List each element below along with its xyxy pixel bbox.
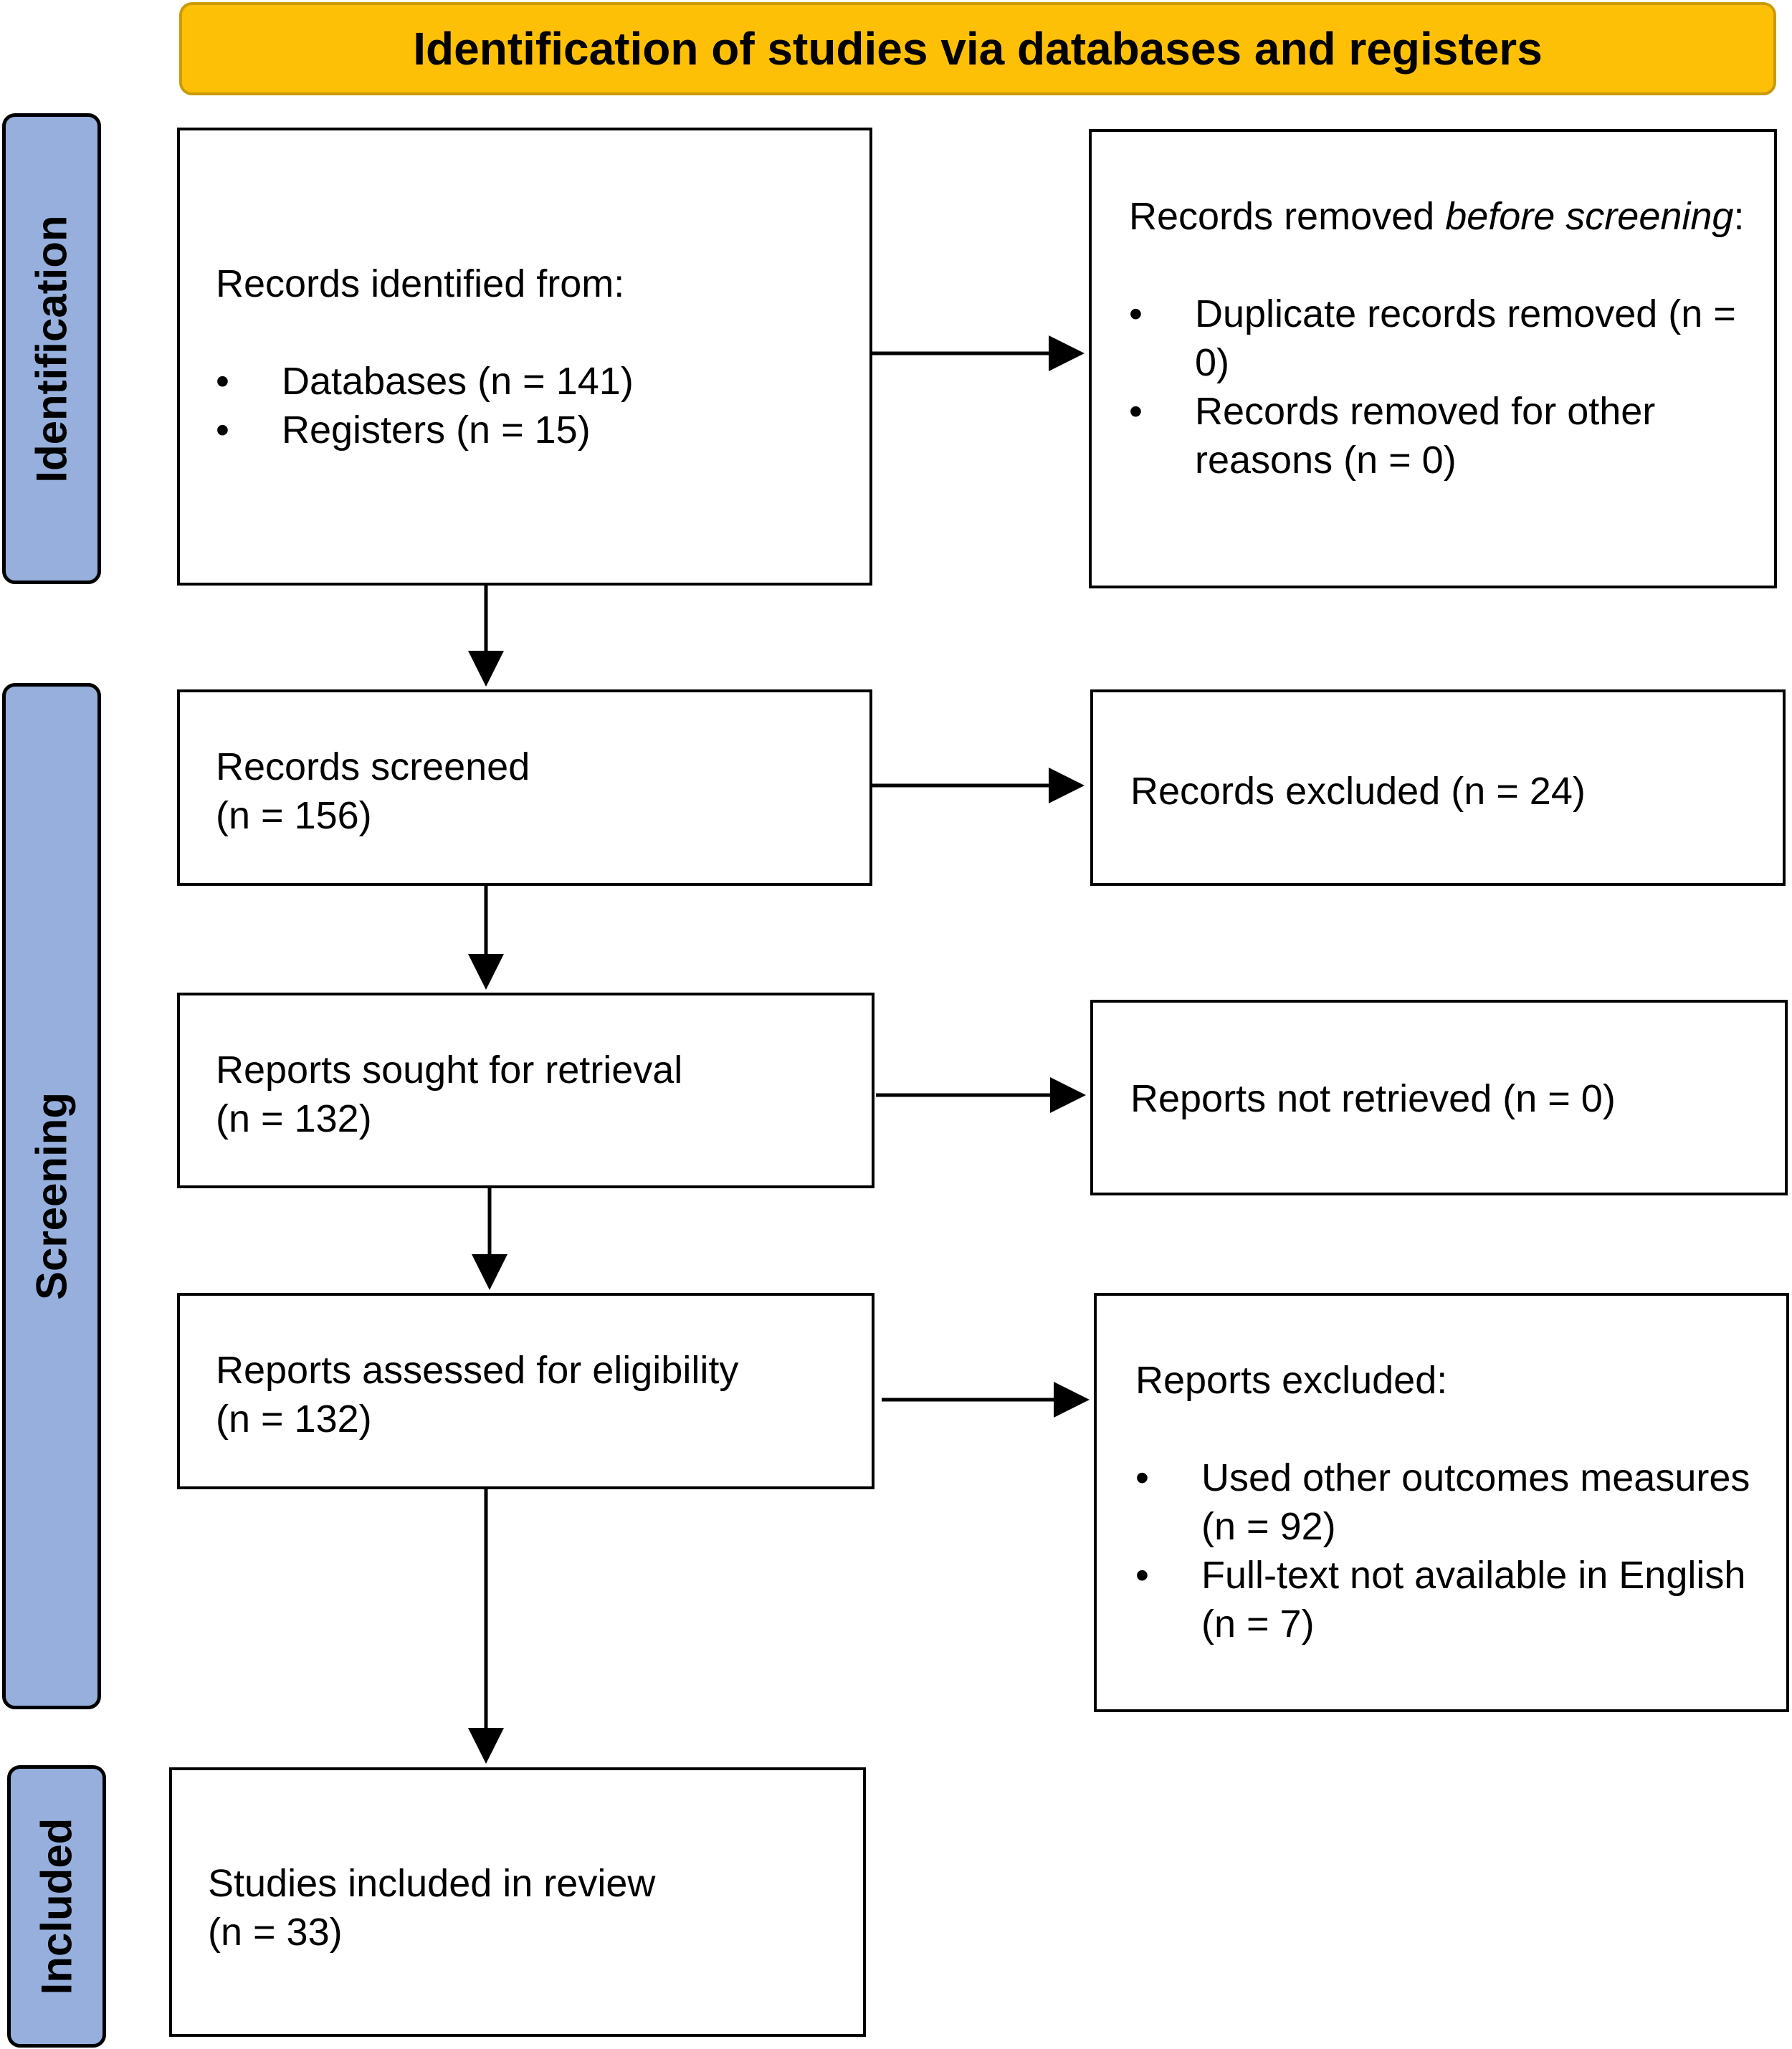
- records-screened-count: (n = 156): [216, 794, 372, 837]
- header-banner: Identification of studies via databases …: [179, 2, 1776, 95]
- records-identified-intro: Records identified from:: [216, 262, 625, 305]
- phase-included: Included: [7, 1765, 106, 2048]
- reports-excluded-list: Used other outcomes measures (n = 92) Fu…: [1135, 1453, 1758, 1648]
- phase-screening-label: Screening: [27, 1092, 76, 1301]
- list-item: Full-text not available in English (n = …: [1135, 1551, 1758, 1648]
- reports-excluded-intro: Reports excluded:: [1135, 1359, 1448, 1402]
- reports-excluded-box: Reports excluded: Used other outcomes me…: [1094, 1293, 1789, 1712]
- studies-included-label: Studies included in review: [208, 1862, 656, 1905]
- phase-included-label: Included: [32, 1818, 81, 1995]
- reports-assessed-label: Reports assessed for eligibility: [216, 1349, 739, 1392]
- reports-not-retrieved-box: Reports not retrieved (n = 0): [1090, 1000, 1788, 1195]
- reports-sought-count: (n = 132): [216, 1097, 372, 1140]
- records-excluded-box: Records excluded (n = 24): [1090, 689, 1786, 886]
- reports-assessed-count: (n = 132): [216, 1398, 372, 1441]
- studies-included-box: Studies included in review (n = 33): [169, 1767, 866, 2037]
- records-removed-emphasis: before screening: [1445, 195, 1734, 238]
- records-screened-box: Records screened (n = 156): [177, 689, 872, 886]
- list-item: Duplicate records removed (n = 0): [1129, 290, 1745, 387]
- phase-identification: Identification: [2, 113, 101, 584]
- records-identified-list: Databases (n = 141) Registers (n = 15): [216, 357, 841, 454]
- list-item: Records removed for other reasons (n = 0…: [1129, 387, 1745, 484]
- records-identified-box: Records identified from: Databases (n = …: [177, 128, 872, 586]
- list-item: Registers (n = 15): [216, 406, 841, 454]
- header-title: Identification of studies via databases …: [413, 23, 1543, 75]
- records-excluded-label: Records excluded (n = 24): [1130, 770, 1586, 813]
- phase-screening: Screening: [2, 683, 101, 1709]
- list-item: Databases (n = 141): [216, 357, 841, 406]
- records-removed-intro: Records removed before screening:: [1129, 195, 1745, 238]
- records-removed-box: Records removed before screening: Duplic…: [1089, 129, 1777, 588]
- records-removed-list: Duplicate records removed (n = 0) Record…: [1129, 290, 1745, 484]
- studies-included-count: (n = 33): [208, 1911, 343, 1954]
- reports-assessed-box: Reports assessed for eligibility (n = 13…: [177, 1293, 874, 1489]
- reports-not-retrieved-label: Reports not retrieved (n = 0): [1130, 1077, 1616, 1120]
- records-screened-label: Records screened: [216, 745, 530, 788]
- phase-identification-label: Identification: [27, 214, 76, 483]
- reports-sought-box: Reports sought for retrieval (n = 132): [177, 993, 874, 1188]
- list-item: Used other outcomes measures (n = 92): [1135, 1453, 1758, 1551]
- reports-sought-label: Reports sought for retrieval: [216, 1049, 683, 1092]
